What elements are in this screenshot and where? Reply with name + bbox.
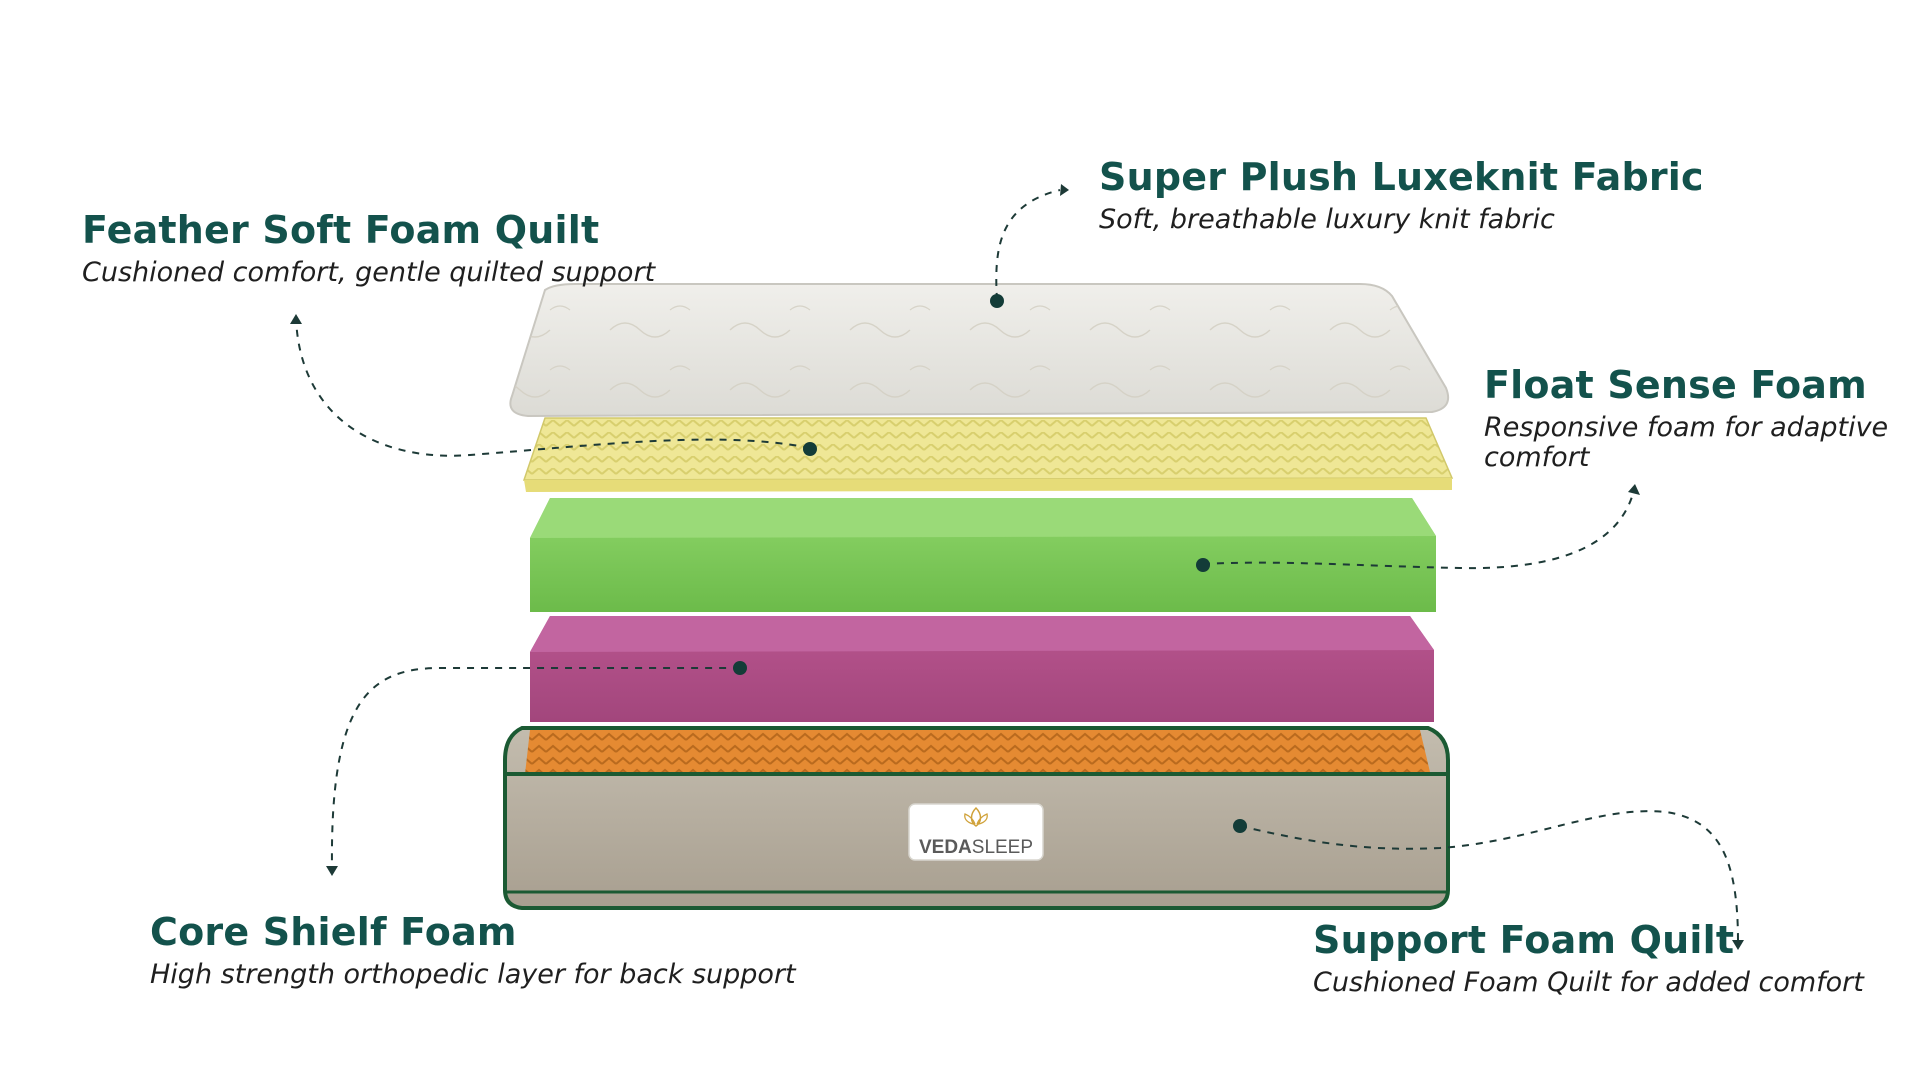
leader-float — [1202, 489, 1635, 570]
arrow-core-icon — [326, 866, 338, 876]
float-foam-layer — [530, 498, 1436, 612]
callout-support-title: Support Foam Quilt — [1313, 918, 1735, 962]
callout-float-title: Float Sense Foam — [1484, 363, 1867, 407]
callout-core-title: Core Shielf Foam — [150, 910, 517, 954]
anchor-dots — [733, 294, 1247, 833]
anchor-support — [1233, 819, 1247, 833]
anchor-float — [1196, 558, 1210, 572]
callout-feather-title: Feather Soft Foam Quilt — [82, 208, 600, 252]
callout-fabric-title: Super Plush Luxeknit Fabric — [1099, 155, 1704, 199]
callout-core-description: High strength orthopedic layer for back … — [150, 959, 796, 990]
leader-support — [1239, 810, 1739, 943]
lotus-logo-icon — [964, 806, 988, 827]
leader-fabric — [995, 189, 1061, 301]
anchor-core — [733, 661, 747, 675]
leader-core — [330, 666, 740, 869]
callout-float-description: Responsive foam for adaptive comfort — [1484, 412, 1889, 473]
callout-feather-description: Cushioned comfort, gentle quilted suppor… — [82, 257, 656, 288]
leader-arrowheads — [290, 184, 1744, 950]
callout-fabric: Super Plush Luxeknit Fabric Soft, breath… — [1099, 155, 1704, 235]
anchor-fabric — [990, 294, 1004, 308]
brand-label-text: VEDASLEEP — [919, 837, 1033, 858]
core-foam-layer — [530, 616, 1434, 722]
callout-float: Float Sense Foam Responsive foam for ada… — [1484, 363, 1914, 473]
callout-core: Core Shielf Foam High strength orthopedi… — [150, 910, 796, 990]
fabric-layer — [509, 283, 1450, 418]
arrow-float-icon — [1628, 484, 1640, 495]
brand-label — [908, 803, 1044, 861]
arrow-support-icon — [1732, 940, 1744, 950]
feather-quilt-layer — [522, 417, 1454, 492]
arrow-feather-icon — [290, 314, 302, 324]
callout-support: Support Foam Quilt Cushioned Foam Quilt … — [1313, 918, 1864, 998]
anchor-feather — [803, 442, 817, 456]
leader-lines — [295, 189, 1739, 943]
arrow-fabric-icon — [1060, 184, 1069, 196]
callout-fabric-description: Soft, breathable luxury knit fabric — [1099, 204, 1555, 235]
callout-support-description: Cushioned Foam Quilt for added comfort — [1313, 967, 1864, 998]
leader-feather — [295, 317, 811, 457]
callout-feather: Feather Soft Foam Quilt Cushioned comfor… — [82, 208, 655, 288]
support-base-layer: VEDASLEEP — [503, 726, 1450, 910]
